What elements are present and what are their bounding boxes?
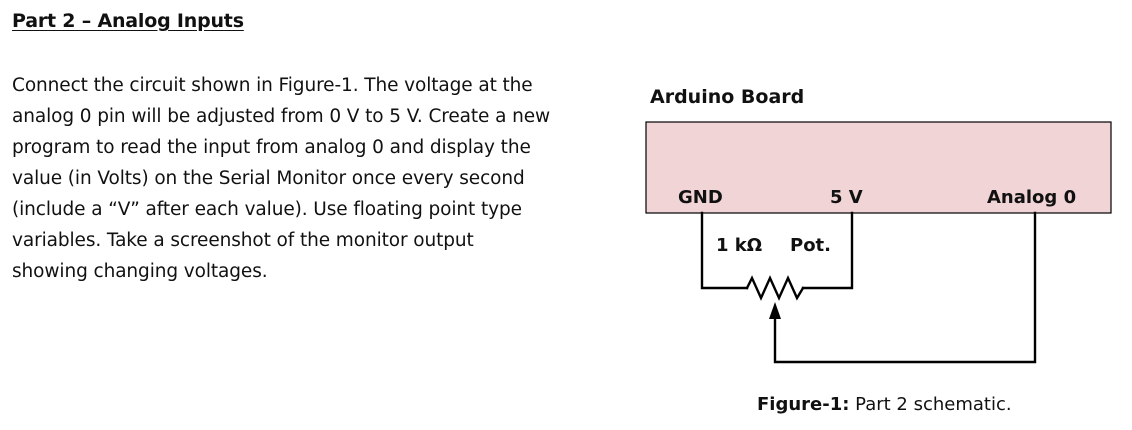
analog-wiper-wire xyxy=(773,211,1037,364)
pin-label-analog0: Analog 0 xyxy=(987,187,1076,208)
pin-label-5v: 5 V xyxy=(830,187,863,208)
figure-caption: Figure-1: Part 2 schematic. xyxy=(757,394,1012,415)
section-heading: Part 2 – Analog Inputs xyxy=(12,10,244,32)
instructions-line: showing changing voltages. xyxy=(12,261,268,282)
five-v-wire xyxy=(801,211,854,290)
pot-type-label: Pot. xyxy=(790,235,831,256)
instructions-line: value (in Volts) on the Serial Monitor o… xyxy=(12,168,525,189)
instructions-line: (include a “V” after each value). Use fl… xyxy=(12,199,522,220)
potentiometer-zigzag-icon xyxy=(745,275,805,301)
gnd-wire xyxy=(700,211,749,290)
arduino-board xyxy=(645,121,1112,214)
instructions-line: variables. Take a screenshot of the moni… xyxy=(12,230,474,251)
instructions-line: program to read the input from analog 0 … xyxy=(12,137,531,158)
instructions-paragraph: Connect the circuit shown in Figure-1. T… xyxy=(12,70,612,287)
board-label: Arduino Board xyxy=(650,86,804,108)
caption-text: Part 2 schematic. xyxy=(849,394,1012,415)
caption-label: Figure-1: xyxy=(757,394,850,415)
pin-label-gnd: GND xyxy=(678,187,723,208)
wiper-arrow-icon xyxy=(769,302,781,319)
instructions-line: analog 0 pin will be adjusted from 0 V t… xyxy=(12,106,551,127)
instructions-line: Connect the circuit shown in Figure-1. T… xyxy=(12,75,533,96)
pot-value-label: 1 kΩ xyxy=(716,235,762,256)
